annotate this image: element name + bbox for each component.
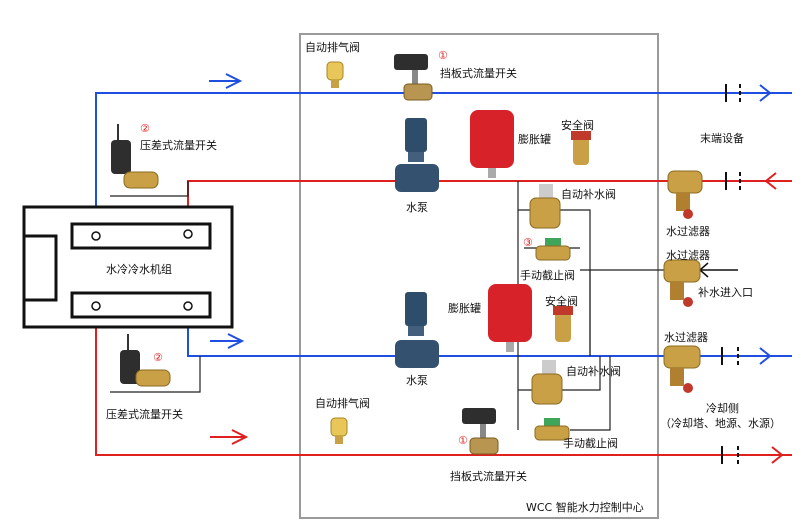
chiller-label: 水冷冷水机组 [106, 262, 172, 276]
makeup-inlet-label: 补水进入口 [698, 286, 753, 299]
manual-stop-valve-icon [534, 418, 570, 441]
manual-stop-label: 手动截止阀 [520, 268, 575, 282]
return-pipe-bottom [95, 306, 792, 464]
marker-1: ① [458, 434, 468, 447]
expansion-tank-icon [470, 110, 514, 178]
safety-valve-label: 安全阀 [561, 118, 594, 132]
chiller-unit [22, 205, 234, 329]
expansion-tank-label: 膨胀罐 [518, 132, 551, 146]
filter-label: 水过滤器 [664, 331, 708, 344]
marker-2: ② [153, 351, 163, 364]
auto-makeup-valve-icon [531, 360, 563, 405]
pump-icon [395, 118, 439, 192]
makeup-valve-label: 自动补水阀 [561, 187, 616, 201]
makeup-valve-label: 自动补水阀 [566, 364, 621, 378]
cooling-side-detail: （冷却塔、地源、水源） [660, 416, 781, 430]
marker-1: ① [438, 49, 448, 62]
auto-vent-valve-icon [326, 61, 344, 88]
pump-icon [395, 292, 439, 368]
baffle-flow-switch-icon [394, 54, 433, 101]
filter-label: 水过滤器 [666, 225, 710, 238]
diff-pressure-switch-icon [111, 124, 159, 189]
baffle-switch-label: 挡板式流量开关 [450, 469, 527, 483]
baffle-switch-label: 挡板式流量开关 [440, 66, 517, 80]
end-device-label: 末端设备 [700, 131, 744, 145]
pump-label: 水泵 [406, 201, 428, 214]
marker-2: ② [140, 122, 150, 135]
water-filter-icon [663, 345, 701, 393]
supply-pipe-top [95, 73, 792, 236]
cooling-side-label: 冷却侧 [706, 402, 739, 415]
manual-stop-valve-icon [535, 238, 571, 261]
water-filter-icon [663, 259, 701, 307]
auto-vent-label: 自动排气阀 [315, 396, 370, 410]
pump-label: 水泵 [406, 374, 428, 387]
safety-valve-label: 安全阀 [545, 294, 578, 308]
filter-label: 水过滤器 [666, 249, 710, 262]
control-center-frame [299, 33, 659, 519]
control-center-label: WCC 智能水力控制中心 [526, 500, 644, 514]
baffle-flow-switch-icon [462, 408, 499, 455]
diff-switch-label: 压差式流量开关 [106, 407, 183, 421]
safety-valve-icon [553, 306, 573, 342]
auto-makeup-valve-icon [529, 184, 561, 229]
marker-3: ③ [523, 236, 533, 249]
diff-switch-label: 压差式流量开关 [140, 138, 217, 152]
diff-pressure-switch-icon [120, 334, 171, 387]
manual-stop-label: 手动截止阀 [563, 436, 618, 450]
water-filter-icon [667, 170, 703, 219]
expansion-tank-label: 膨胀罐 [448, 301, 481, 315]
safety-valve-icon [571, 131, 591, 165]
expansion-tank-icon [488, 284, 532, 352]
auto-vent-label: 自动排气阀 [305, 40, 360, 54]
auto-vent-valve-icon [330, 417, 348, 444]
